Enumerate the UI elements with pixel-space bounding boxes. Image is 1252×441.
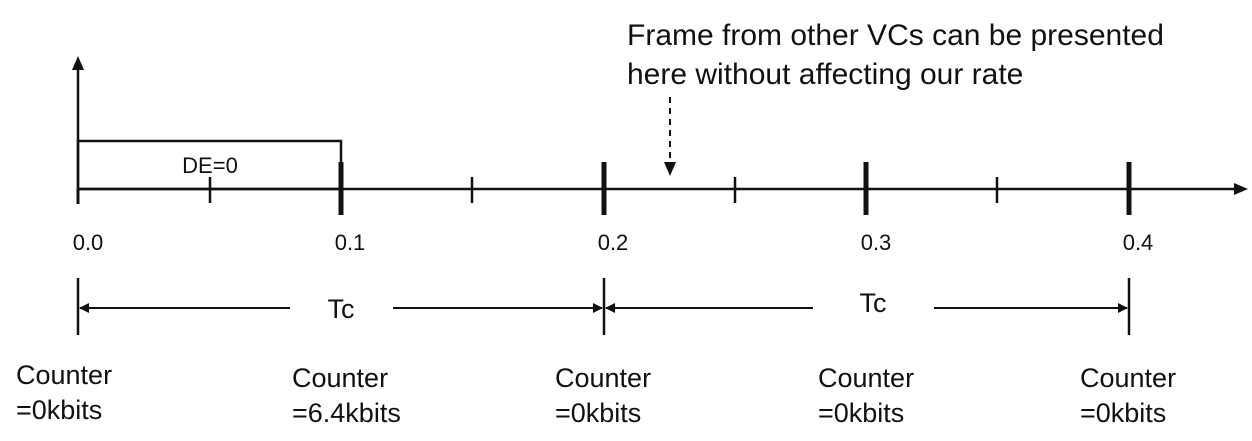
tick-label-2: 0.2 <box>598 230 629 255</box>
tick-label-3: 0.3 <box>861 230 892 255</box>
counter-4-line-2: =0kbits <box>1080 398 1166 428</box>
counter-4-line-1: Counter <box>1080 363 1176 393</box>
counter-0-line-1: Counter <box>16 360 112 390</box>
counter-1-line-2: =6.4kbits <box>292 398 401 428</box>
counter-3-line-2: =0kbits <box>818 398 904 428</box>
time-axis-arrow-icon <box>1234 183 1248 195</box>
interval-2-label: Tc <box>860 288 887 318</box>
annotation-line-2: here without affecting our rate <box>627 58 1023 91</box>
frame-box-label: DE=0 <box>182 153 238 178</box>
tick-label-0: 0.0 <box>73 230 104 255</box>
annotation-line-1: Frame from other VCs can be presented <box>627 19 1164 52</box>
counter-0-line-2: =0kbits <box>16 395 102 425</box>
counter-2-line-1: Counter <box>555 363 651 393</box>
vertical-axis-arrow-icon <box>72 56 84 70</box>
counter-3-line-1: Counter <box>818 363 914 393</box>
counter-1-line-1: Counter <box>292 363 388 393</box>
tick-label-4: 0.4 <box>1123 230 1154 255</box>
interval-1-label: Tc <box>328 294 355 324</box>
counter-2-line-2: =0kbits <box>555 398 641 428</box>
annotation-arrowhead-icon <box>664 162 676 176</box>
tick-label-1: 0.1 <box>335 230 366 255</box>
